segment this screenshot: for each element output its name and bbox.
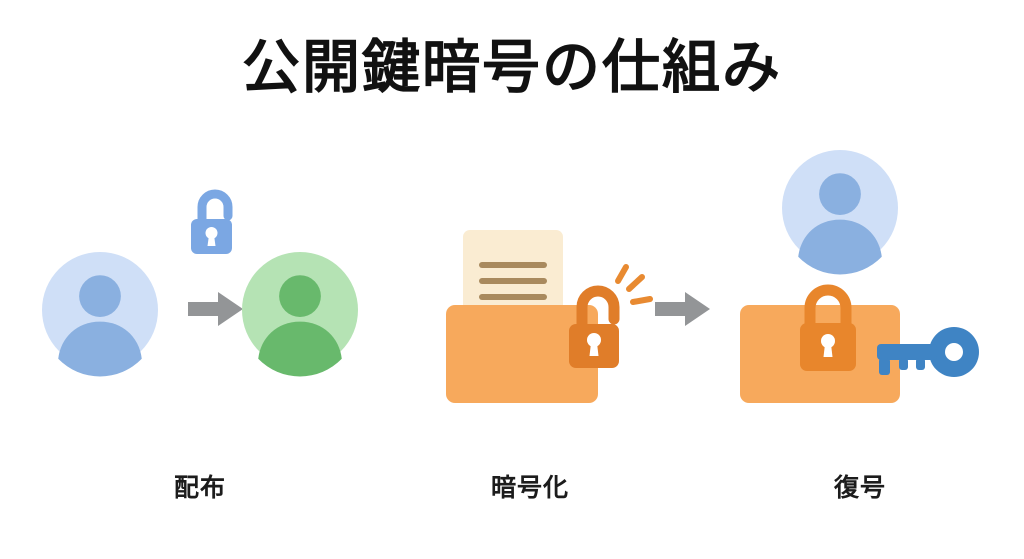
page-title: 公開鍵暗号の仕組み	[241, 35, 782, 100]
arrow-right-icon	[655, 290, 710, 328]
avatar-receiver-blue-icon	[782, 150, 898, 275]
envelope-orange-icon	[446, 305, 598, 403]
arrow-right-icon	[188, 290, 243, 328]
open-padlock-public-key-icon	[188, 189, 246, 260]
panel-distribution: 配布	[20, 130, 380, 530]
caption-distribution: 配布	[173, 474, 226, 502]
private-key-icon	[875, 325, 980, 380]
caption-decryption: 復号	[833, 474, 886, 502]
panel-decryption: 復号	[700, 130, 1020, 530]
sparkle-rays-icon	[612, 264, 656, 311]
closed-padlock-icon	[795, 284, 861, 375]
diagram-container: 配布	[0, 130, 1024, 530]
open-padlock-encrypting-icon	[565, 285, 635, 375]
caption-encryption: 暗号化	[490, 474, 569, 502]
avatar-recipient-green-icon	[242, 252, 358, 377]
panel-encryption: 暗号化	[370, 130, 710, 530]
avatar-sender-blue-icon	[42, 252, 158, 377]
